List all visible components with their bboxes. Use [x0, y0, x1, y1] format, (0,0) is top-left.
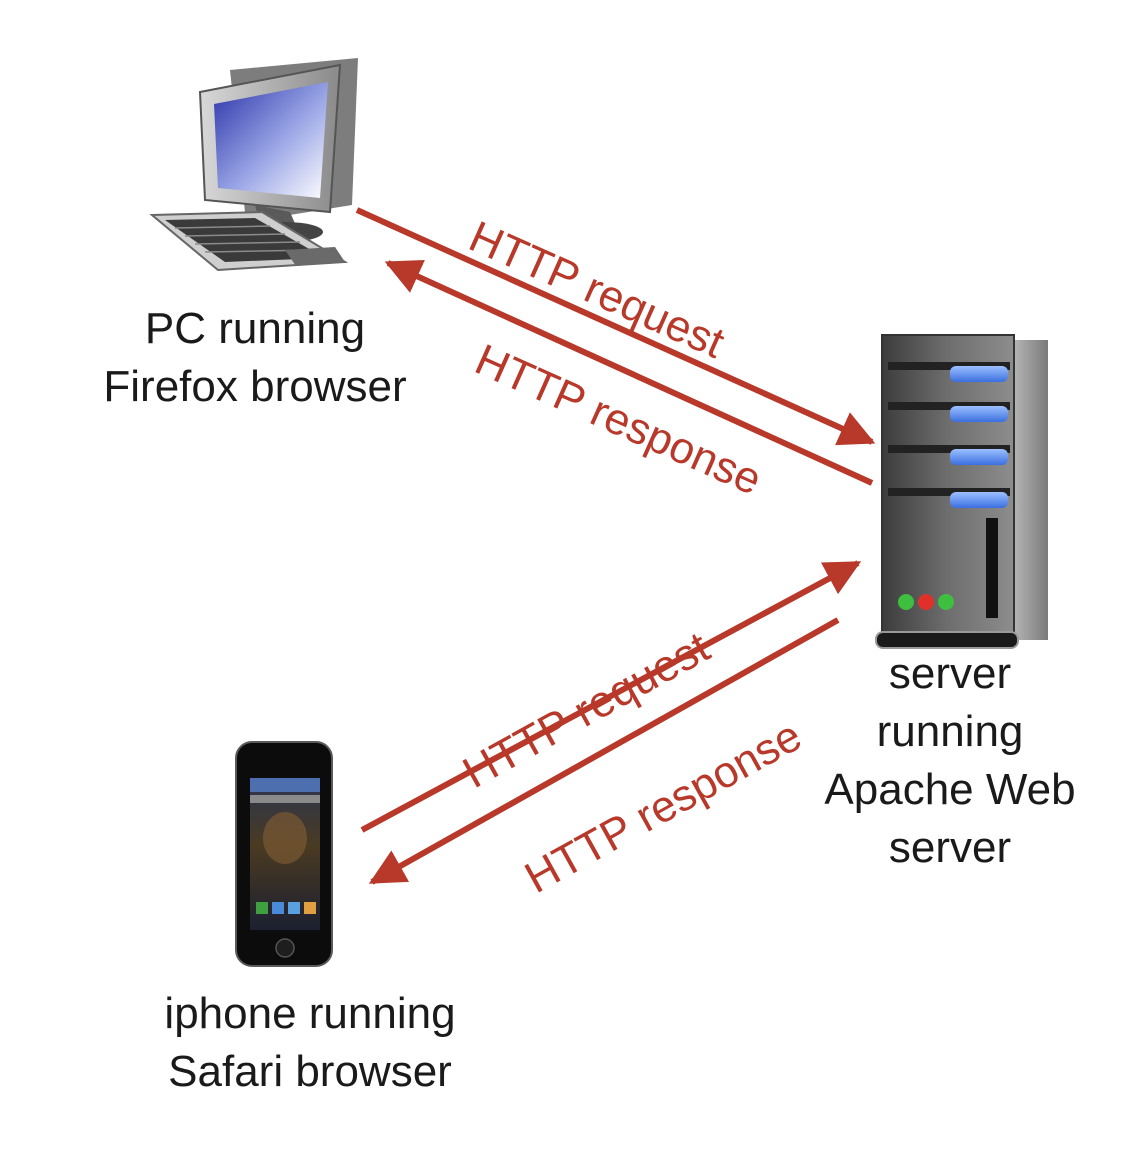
phone-label-line1: iphone running [164, 989, 456, 1038]
server-label-line3: Apache Web [824, 765, 1076, 814]
pc-label: PC running Firefox browser [60, 300, 450, 416]
pc-response-arrow [384, 260, 874, 486]
phone-request-arrow [360, 560, 862, 833]
smartphone-icon [235, 741, 333, 967]
server-label-line4: server [888, 823, 1012, 872]
server-label-line2: running [876, 707, 1024, 756]
pc-label-line1: PC running [144, 304, 366, 353]
phone-response-arrow [368, 617, 840, 885]
desktop-computer-icon [149, 58, 358, 272]
phone-label: iphone running Safari browser [100, 985, 520, 1101]
pc-label-line2: Firefox browser [103, 362, 407, 411]
arrows [355, 207, 876, 885]
server-label: server running Apache Web server [790, 645, 1110, 877]
pc-request-arrow [355, 207, 876, 446]
phone-label-line2: Safari browser [168, 1047, 452, 1096]
server-tower-icon [875, 334, 1048, 649]
server-label-line1: server [888, 649, 1012, 698]
